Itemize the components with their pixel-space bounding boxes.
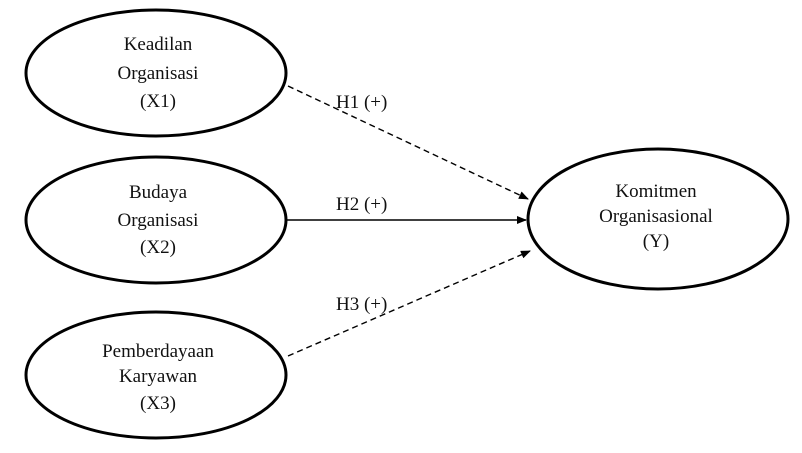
node-x2-ellipse — [24, 155, 288, 285]
node-x1-line-3: (X1) — [140, 91, 176, 112]
edge-h3-label: H3 (+) — [336, 294, 387, 315]
node-x3: Pemberdayaan Karyawan (X3) — [24, 310, 288, 440]
node-x3-ellipse — [24, 310, 288, 440]
node-x3-line-2: Karyawan — [119, 366, 198, 387]
node-x1-ellipse — [24, 8, 288, 138]
node-y-line-1: Komitmen — [615, 181, 697, 202]
node-x3-line-3: (X3) — [140, 393, 176, 414]
node-x2: Budaya Organisasi (X2) — [24, 155, 288, 285]
node-x1: Keadilan Organisasi (X1) — [24, 8, 288, 138]
edge-h3-arrow — [287, 250, 531, 357]
edge-h2-label: H2 (+) — [336, 194, 387, 215]
node-y: Komitmen Organisasional (Y) — [526, 147, 790, 291]
node-y-line-2: Organisasional — [599, 206, 713, 227]
node-x2-line-1: Budaya — [129, 182, 188, 203]
node-x1-line-1: Keadilan — [124, 34, 193, 55]
node-x3-line-1: Pemberdayaan — [102, 341, 214, 362]
edge-h3: H3 (+) — [287, 250, 531, 357]
node-x2-line-2: Organisasi — [118, 210, 199, 231]
edge-h1-label: H1 (+) — [336, 92, 387, 113]
node-y-line-3: (Y) — [643, 231, 669, 252]
node-y-ellipse — [526, 147, 790, 291]
node-x2-line-3: (X2) — [140, 237, 176, 258]
edge-h1: H1 (+) — [287, 85, 529, 200]
edge-h1-arrow — [287, 85, 529, 200]
node-x1-line-2: Organisasi — [118, 63, 199, 84]
edge-h2: H2 (+) — [287, 194, 527, 224]
